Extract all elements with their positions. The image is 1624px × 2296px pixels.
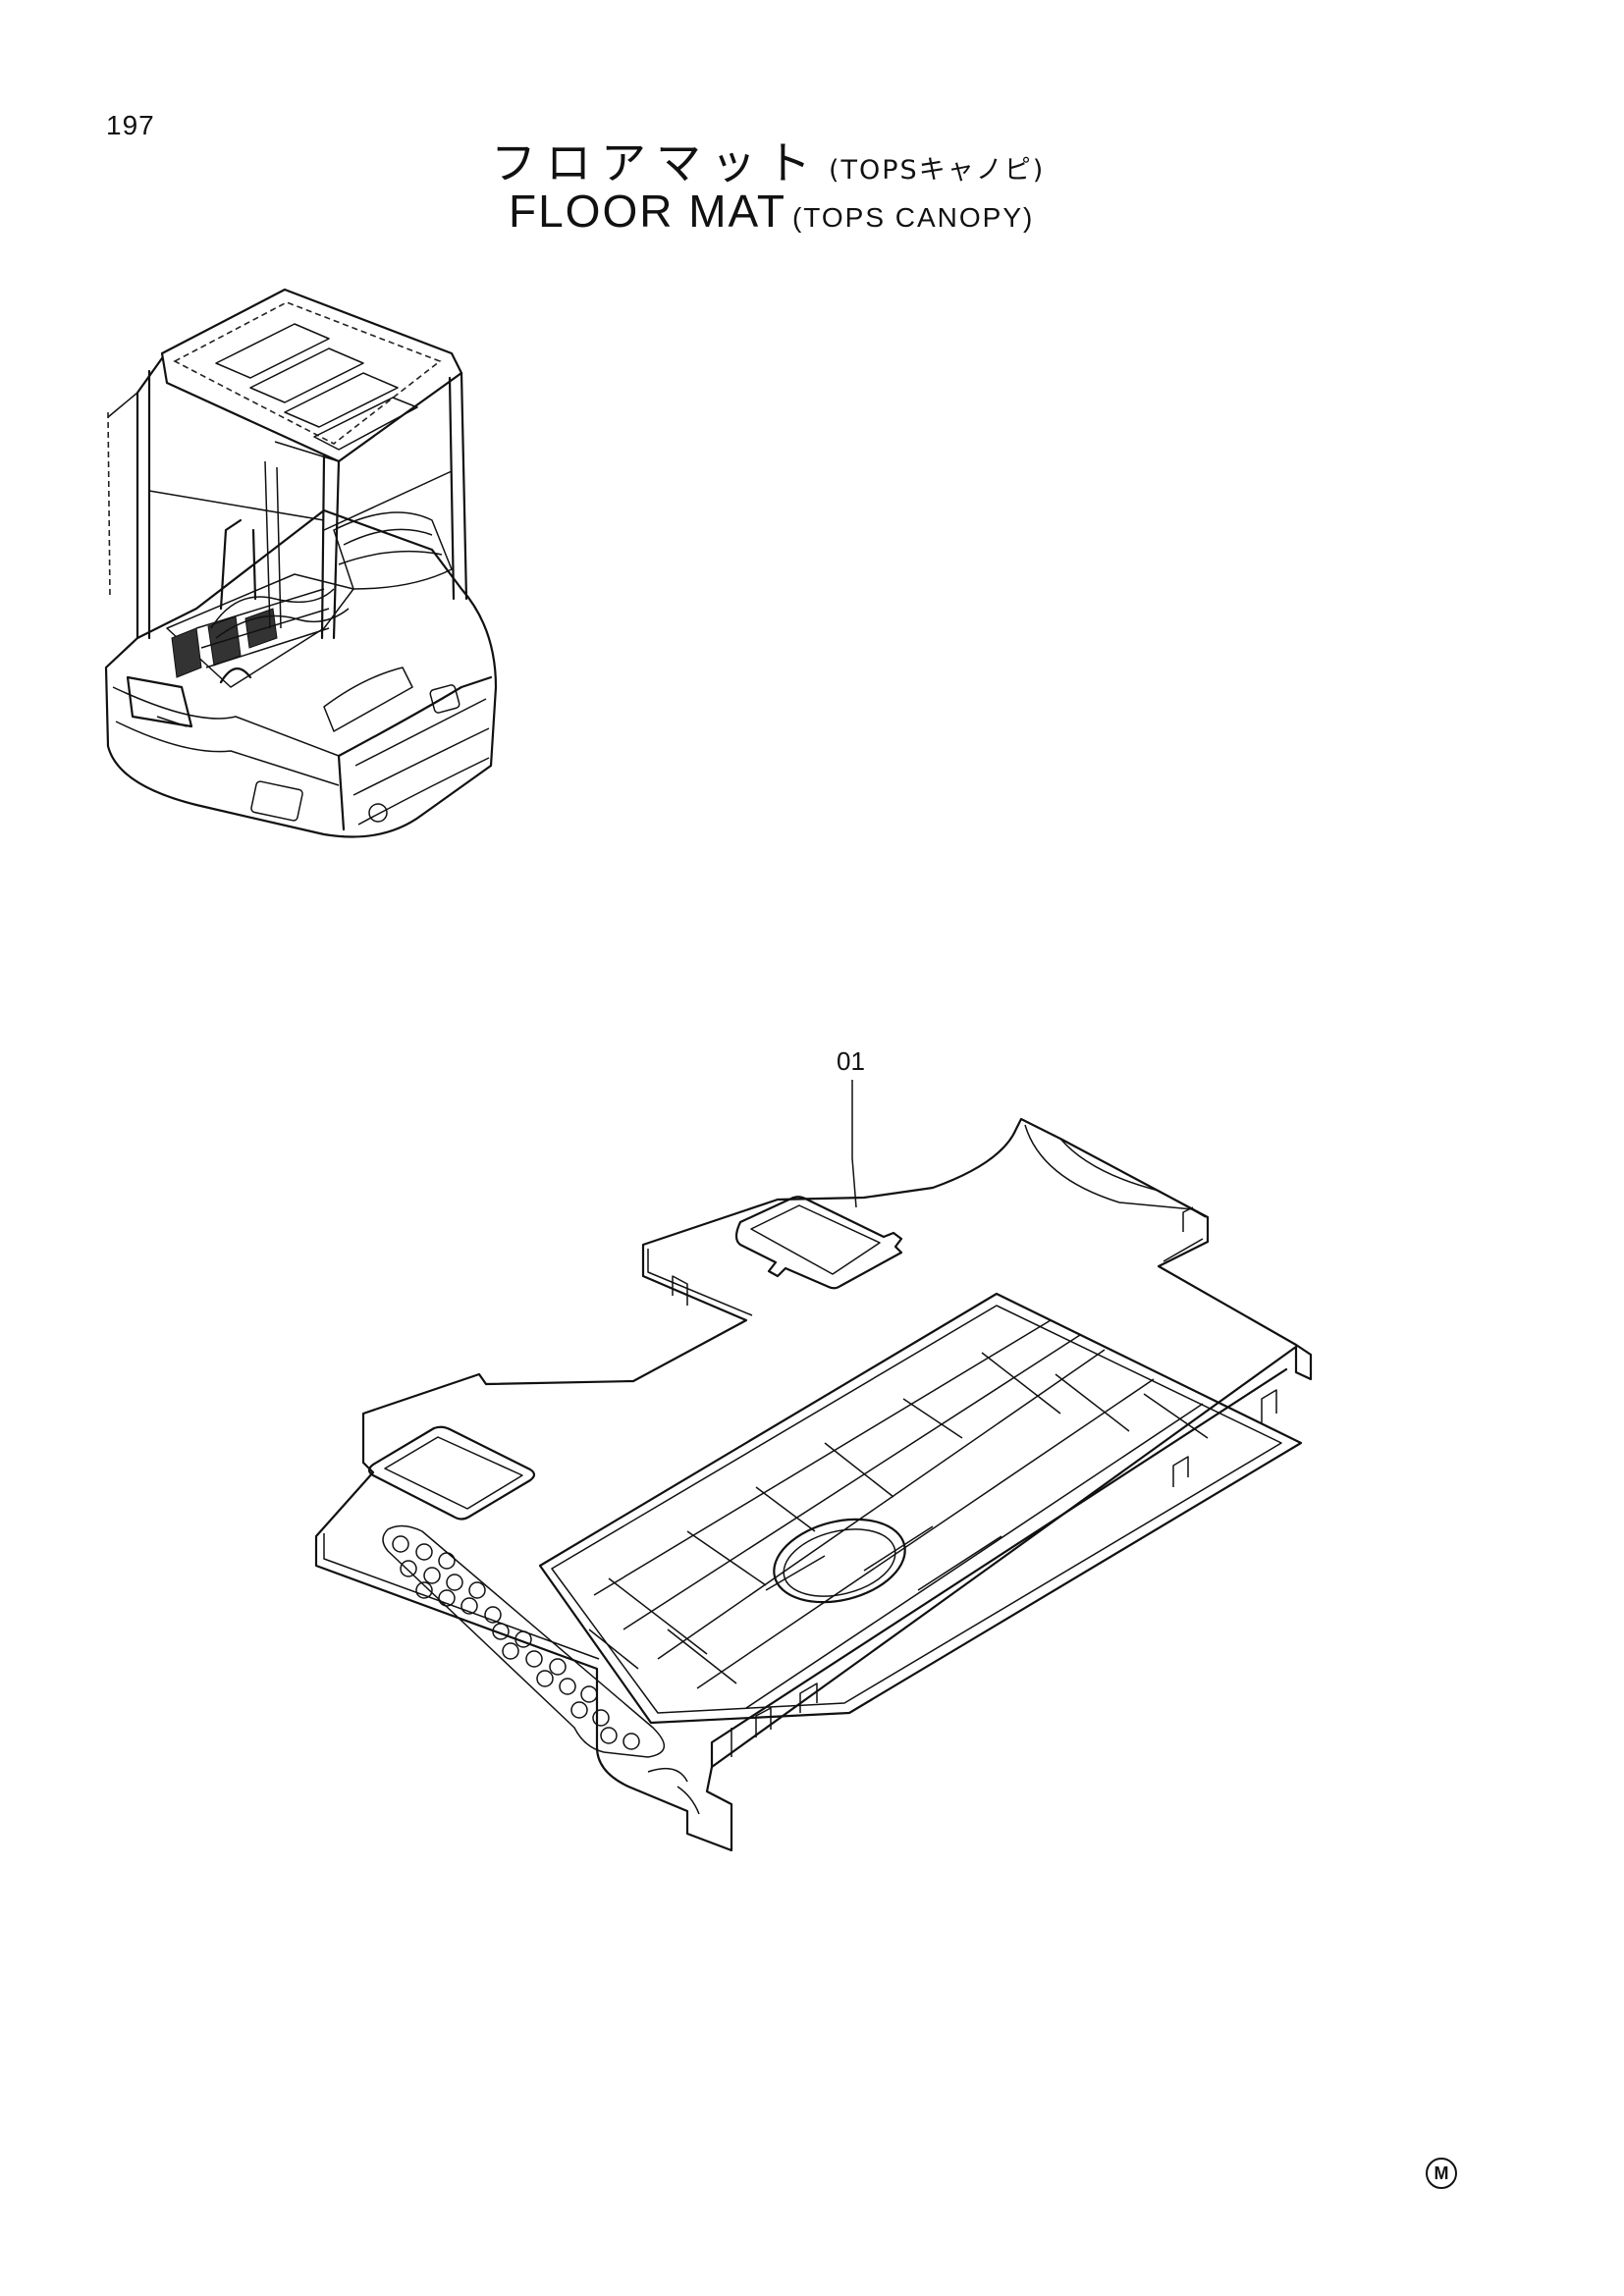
floor-mat-part-01 [314,1117,1313,1852]
callout-label-01: 01 [837,1046,865,1076]
anti-slip-dots [392,1535,640,1750]
title-english-subtitle: (TOPS CANOPY) [791,202,1035,233]
title-japanese-subtitle: (TOPSキャノピ) [829,155,1046,186]
callout-leader-01 [851,1080,857,1208]
page-title-japanese: フロアマット (TOPSキャノピ) [491,128,1045,192]
title-english-text: FLOOR MAT [509,186,786,237]
title-japanese-text: フロアマット [491,136,821,189]
manufacturer-mark-icon: M [1426,2158,1457,2189]
machine-location-view [104,288,498,838]
page-number: 197 [106,110,155,140]
page-title-english: FLOOR MAT(TOPS CANOPY) [509,185,1034,238]
